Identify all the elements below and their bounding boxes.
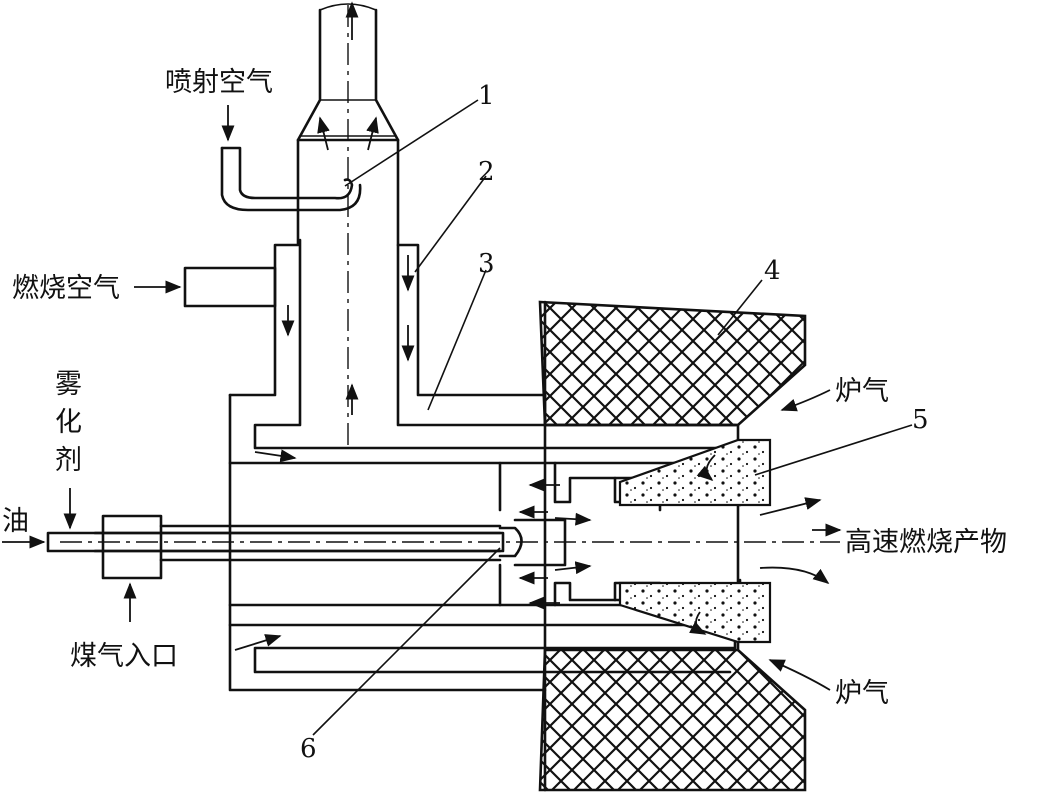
label-oil: 油	[2, 506, 29, 537]
label-furnace-gas-bottom: 炉气	[835, 678, 889, 709]
label-combustion-air: 燃烧空气	[12, 273, 120, 304]
leader-lines	[312, 99, 913, 736]
part-number-4: 4	[764, 256, 781, 286]
part-number-3: 3	[478, 249, 495, 279]
part-number-5: 5	[912, 405, 929, 435]
label-high-speed-products: 高速燃烧产物	[845, 527, 1007, 558]
nozzle-assembly	[46, 514, 567, 580]
text-labels: 喷射空气 燃烧空气 雾 化 剂 油 煤气入口 炉气 炉气 高速燃烧产物 1 2 …	[2, 67, 1007, 764]
label-arrows	[2, 105, 831, 691]
part-number-2: 2	[478, 157, 495, 187]
refractory-tip	[618, 438, 772, 644]
label-atomizer-2: 化	[55, 407, 82, 438]
label-spray-air: 喷射空气	[165, 67, 273, 98]
furnace-wall	[538, 300, 807, 792]
part-number-1: 1	[478, 81, 495, 111]
combustion-air-pipe	[183, 266, 277, 308]
label-furnace-gas-top: 炉气	[835, 376, 889, 407]
label-atomizer-3: 剂	[55, 445, 82, 476]
label-atomizer-1: 雾	[55, 369, 82, 400]
furnace-wall-upper	[538, 300, 807, 427]
flow-arrows	[234, 1, 842, 651]
label-gas-inlet: 煤气入口	[70, 641, 178, 672]
inner-jacket	[253, 238, 737, 450]
spray-air-nozzle	[220, 146, 362, 212]
part-number-6: 6	[300, 734, 317, 764]
